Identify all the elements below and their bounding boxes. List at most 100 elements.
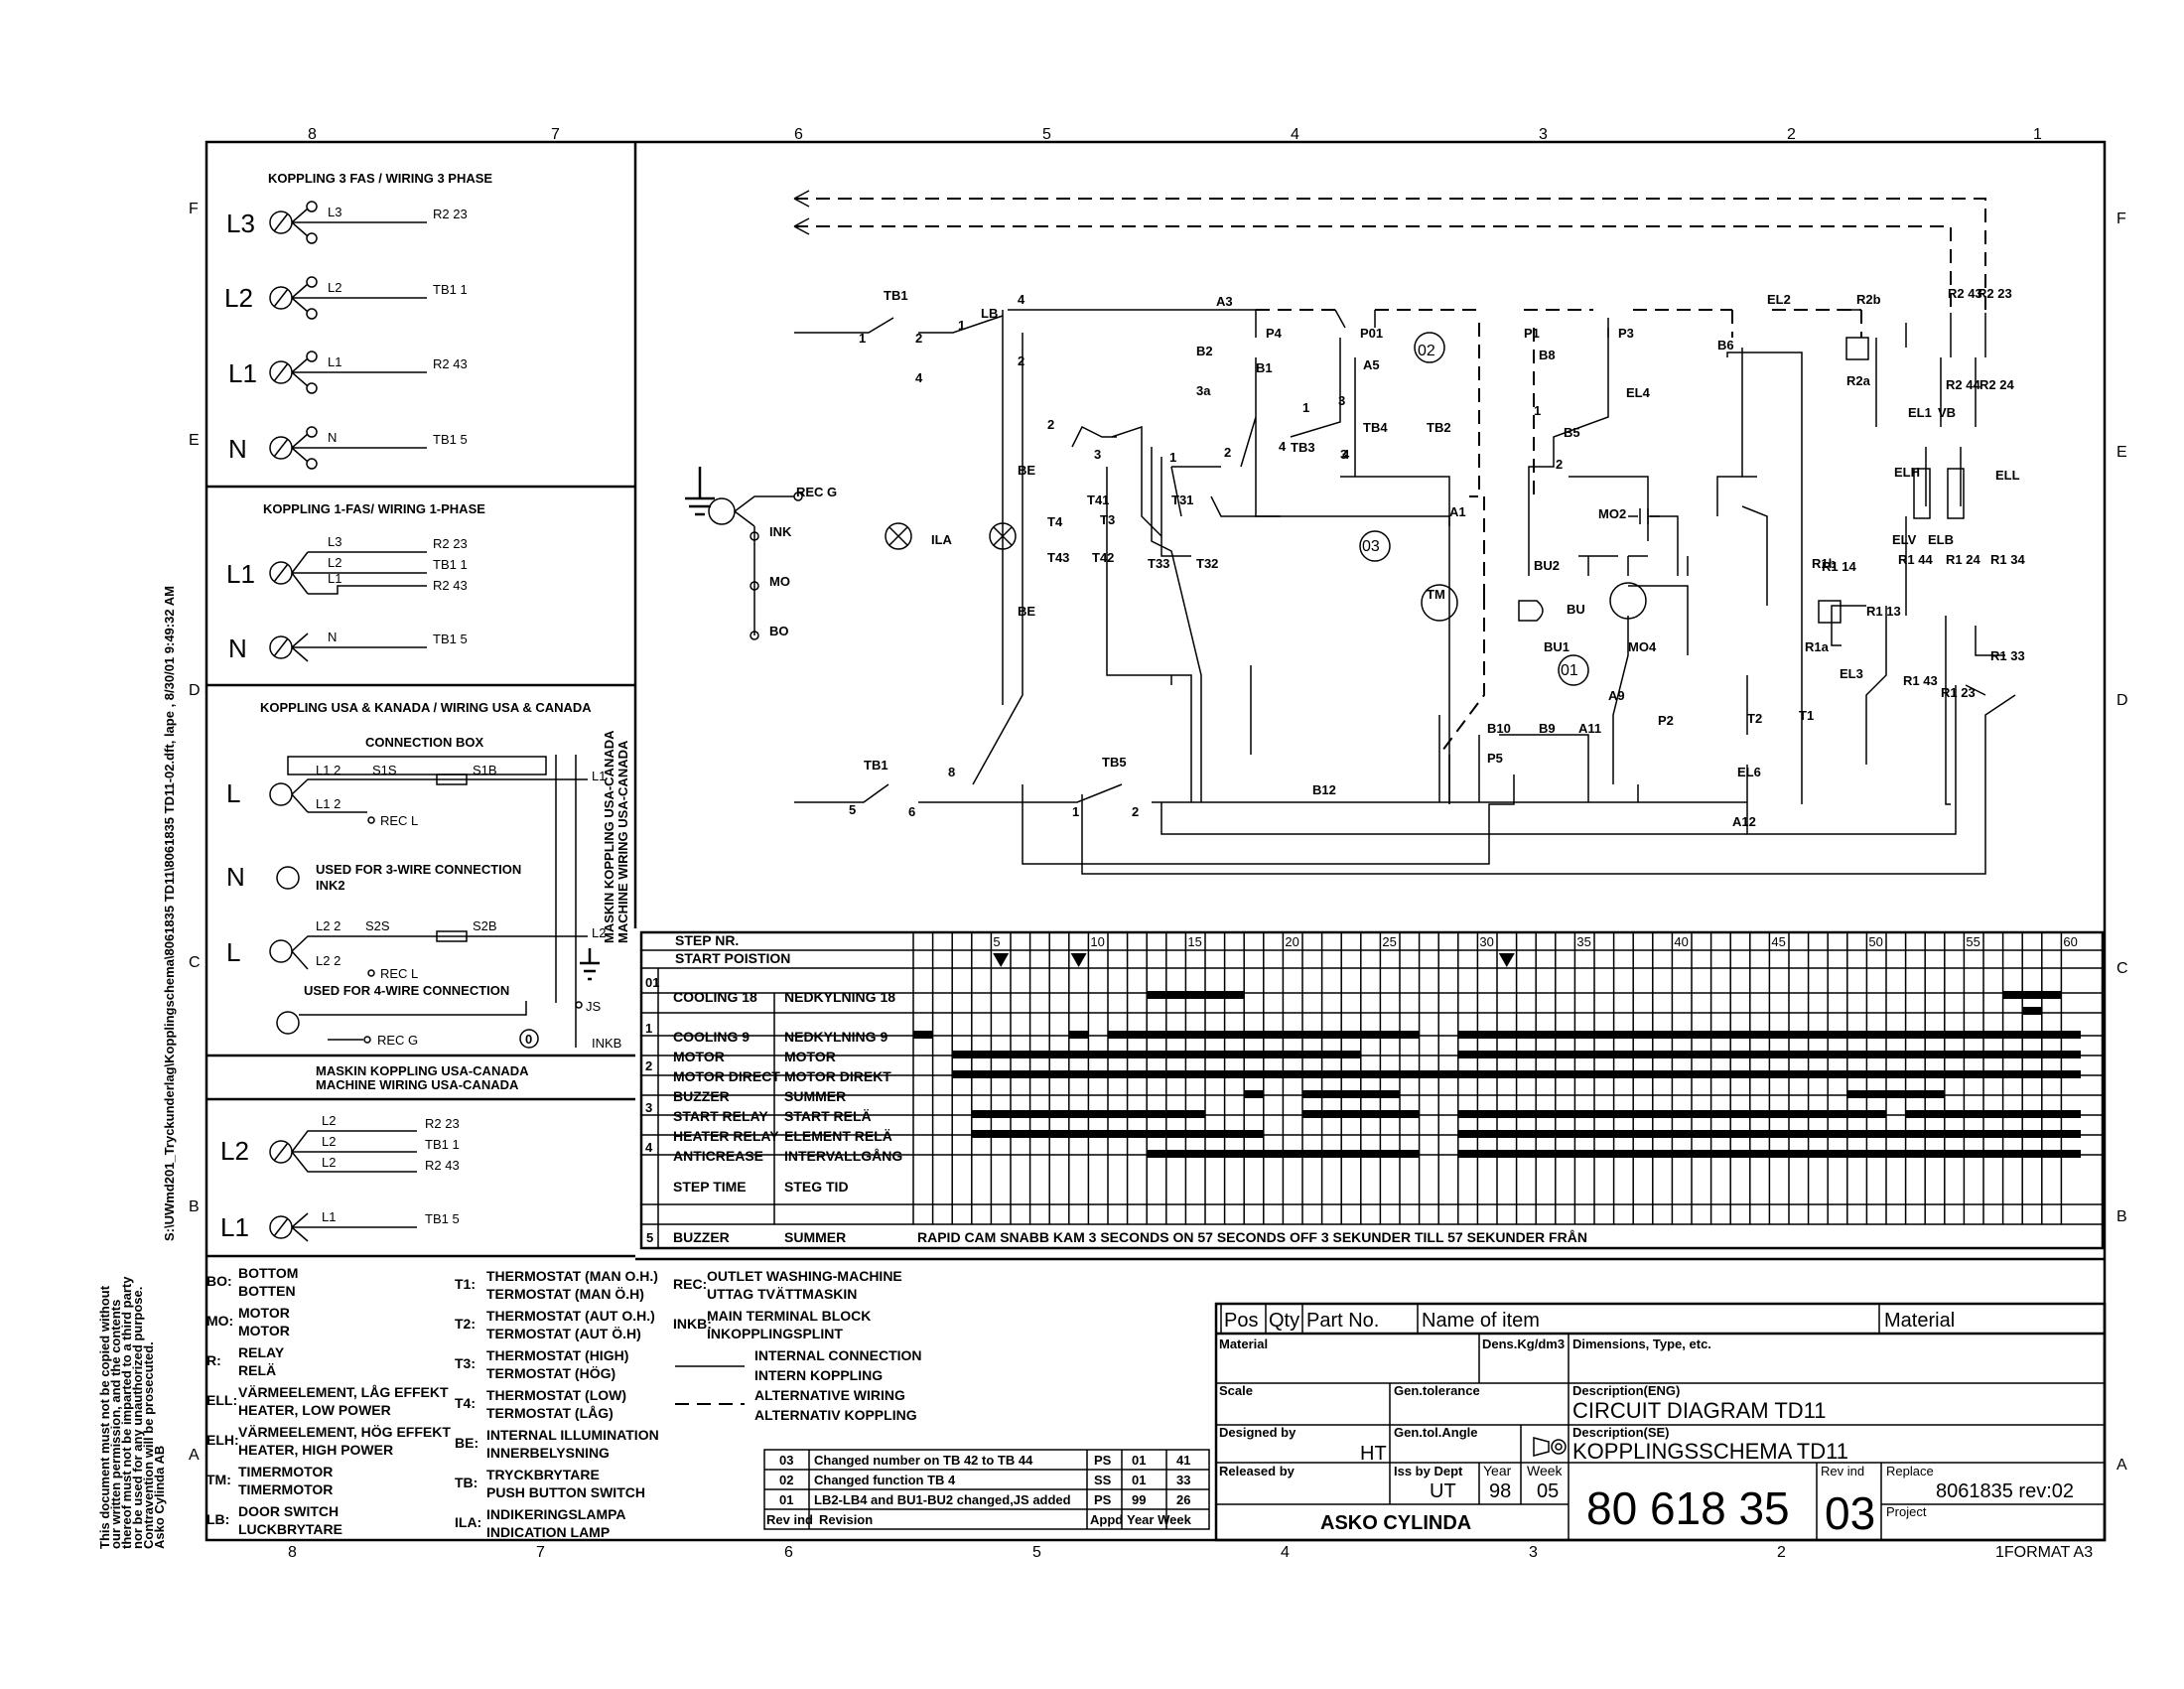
tb-part-no: Part No.	[1306, 1310, 1379, 1332]
circuit-label: 2	[1132, 804, 1139, 819]
program-group: 4	[645, 1140, 653, 1155]
circuit-label: P01	[1360, 326, 1383, 341]
alt-wire	[794, 225, 1952, 313]
row-d-right: D	[2116, 692, 2128, 709]
wire-label: REC L	[380, 813, 418, 828]
tb-pos: Pos	[1224, 1310, 1258, 1332]
rev-header: Appd	[1090, 1512, 1123, 1527]
tb-qty: Qty	[1269, 1310, 1299, 1332]
tb-desc-se: KOPPLINGSSCHEMA TD11	[1572, 1439, 1848, 1464]
motor-icon	[1609, 582, 1647, 620]
step-number: 25	[1382, 934, 1396, 949]
legend-line-text: ALTERNATIVE WIRING	[754, 1387, 905, 1403]
step-number: 30	[1479, 934, 1493, 949]
wire-dest: R2 43	[433, 356, 468, 371]
program-group: 5	[646, 1230, 653, 1245]
wire-label: L3	[328, 205, 341, 219]
program-row-en: START RELAY	[673, 1108, 768, 1124]
terminal-name: L1	[220, 1212, 249, 1242]
circuit-label: T32	[1196, 556, 1218, 571]
legend-se: LUCKBRYTARE	[238, 1521, 342, 1537]
circuit-label: MO	[769, 574, 790, 589]
row-b: B	[189, 1198, 200, 1215]
circuit-label: P5	[1487, 751, 1503, 766]
wire-label: REC G	[377, 1033, 418, 1048]
circuit-label: B12	[1312, 782, 1336, 797]
wire-label: L1 2	[316, 763, 341, 777]
wire-label: N	[328, 430, 337, 445]
circuit-label: EL3	[1840, 666, 1863, 681]
program-row-se: MOTOR DIREKT	[784, 1068, 891, 1084]
outer-frame	[205, 140, 2107, 1542]
legend-code: BO:	[206, 1273, 232, 1289]
circuit-label: B8	[1539, 348, 1556, 362]
program-bar	[1905, 1110, 2081, 1118]
circuit-label: EL1	[1908, 405, 1932, 420]
zone-3-bottom: 3	[1529, 1544, 1538, 1561]
tb-week-label: Week	[1527, 1463, 1564, 1478]
circuit-label: R1 43	[1903, 673, 1938, 688]
program-row-en: MOTOR	[673, 1049, 725, 1064]
legend-se: HEATER, HIGH POWER	[238, 1442, 393, 1458]
zone-7-bottom: 7	[536, 1544, 545, 1561]
circuit-label: T41	[1087, 493, 1109, 507]
circuit-label: 1	[1169, 450, 1176, 465]
rev-header: Year Week	[1127, 1512, 1192, 1527]
program-row-se: ELEMENT RELÄ	[784, 1128, 892, 1144]
circuit-label: 2	[915, 331, 922, 346]
program-bar	[952, 1051, 1264, 1058]
terminal-name: L	[226, 778, 240, 808]
circuit-label: R1 23	[1941, 685, 1976, 700]
legend-code: ELH:	[206, 1432, 239, 1448]
program-group: 3	[645, 1100, 652, 1115]
circuit-label: ELB	[1928, 532, 1954, 547]
vertical-label: MASKIN KOPPLING USA-CANADA	[602, 730, 616, 943]
row-b-right: B	[2116, 1208, 2127, 1225]
program-bar	[1457, 1150, 2081, 1158]
circuit-label: B9	[1539, 721, 1556, 736]
circuit-label: 2	[1047, 417, 1054, 432]
wiring3-row: L1 L1 R2 43	[228, 351, 468, 394]
tb-year: 98	[1489, 1480, 1511, 1502]
tb-revind: 03	[1825, 1487, 1875, 1539]
circuit-label: A12	[1732, 814, 1756, 829]
circuit-label: BE	[1018, 463, 1035, 478]
row-e: E	[189, 432, 200, 449]
step-time-se: STEG TID	[784, 1179, 849, 1195]
circuit-label: EL4	[1626, 385, 1651, 400]
legend-en: DOOR SWITCH	[238, 1503, 339, 1519]
program-bar	[2022, 1007, 2042, 1015]
program-bar	[952, 1070, 1439, 1078]
wiring3-row: L2 L2 TB1 1	[224, 276, 468, 320]
zone-1: 1	[2033, 126, 2042, 143]
legend-line-text: ALTERNATIV KOPPLING	[754, 1407, 917, 1423]
tb-revind-label: Rev ind	[1821, 1464, 1864, 1478]
rev-index: 03	[779, 1453, 793, 1468]
circuit-label: TB1	[864, 758, 888, 773]
legend-se: TIMERMOTOR	[238, 1481, 333, 1497]
program-bar	[971, 1110, 1205, 1118]
zone-markers: 8 7 6 5 4 3 2 1 8 7 6 5 4 3 2 1FORMAT A3…	[189, 126, 2128, 1561]
wire-label: L1	[322, 1209, 336, 1224]
wire-label: INK2	[316, 878, 345, 893]
legend-en: TRYCKBRYTARE	[486, 1467, 600, 1482]
tb-year-label: Year	[1483, 1463, 1512, 1478]
legend-se: RELÄ	[238, 1362, 276, 1378]
circuit-label: R1a	[1805, 639, 1830, 654]
legend-code: REC:	[673, 1276, 707, 1292]
usa-title: KOPPLING USA & KANADA / WIRING USA & CAN…	[260, 700, 592, 715]
zone-8: 8	[308, 126, 317, 143]
legend-se: INDICATION LAMP	[486, 1524, 610, 1540]
legend-en: RELAY	[238, 1344, 285, 1360]
wire-label: L2	[592, 925, 606, 940]
relay-coil-icon	[1845, 337, 1869, 360]
legend-se: BOTTEN	[238, 1283, 296, 1299]
circuit-label: TM	[1427, 587, 1445, 602]
circuit-label: BU1	[1544, 639, 1570, 654]
wire-dest: TB1 1	[433, 557, 468, 572]
program-bar	[1244, 1090, 1264, 1098]
program-row-se: START RELÄ	[784, 1108, 872, 1124]
tb-name-of-item: Name of item	[1422, 1310, 1540, 1332]
